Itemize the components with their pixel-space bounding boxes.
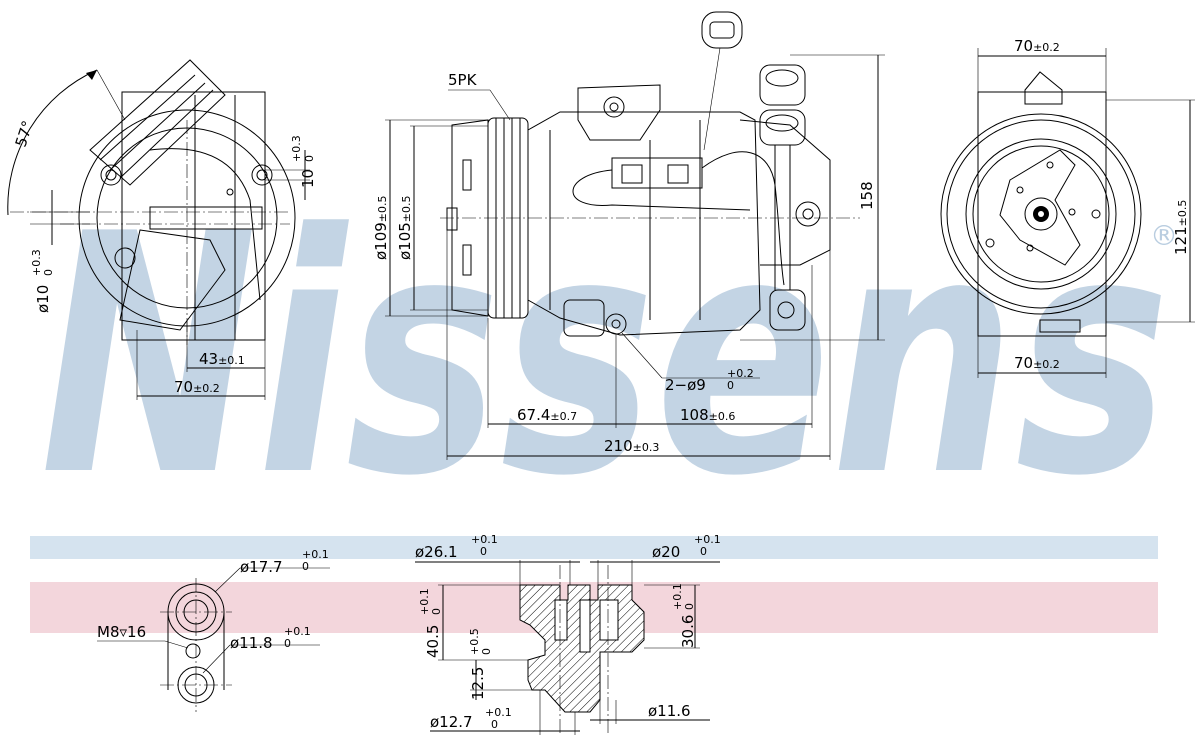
- section-h-12-tol-low: 0: [480, 648, 493, 655]
- port-inner-tol-low: 0: [284, 637, 291, 650]
- bolt-dia-top-tol: +0.3: [290, 135, 303, 162]
- end-view: 70±0.2 121±0.5 70±0.2: [940, 37, 1195, 378]
- section-detail: ø26.1 +0.1 0 ø20 +0.1 0 40.5 +0.1 0 12.5…: [415, 533, 721, 735]
- front-view: 5PK ø109±0.5 ø105±0.5 158 2−ø9 +0.2 0: [372, 11, 885, 460]
- port-outer-tol: +0.1: [302, 548, 329, 561]
- port-detail: ø17.7 +0.1 0 M8▿16 ø11.8 +0.1 0: [97, 548, 330, 712]
- thread-spec: M8▿16: [97, 623, 146, 641]
- holes-tol: +0.2: [727, 367, 754, 380]
- width-70: 70±0.2: [174, 378, 220, 396]
- section-h-30-tol: +0.1: [671, 583, 684, 610]
- bolt-dia-top-tol-low: 0: [303, 155, 316, 162]
- bolt-dia-left-tol: +0.3: [30, 249, 43, 276]
- registered-mark: ®: [1150, 219, 1178, 252]
- pulley-outer-dia: ø109±0.5: [372, 195, 390, 260]
- len-67: 67.4±0.7: [517, 406, 577, 424]
- section-dia-12: ø12.7: [430, 713, 473, 731]
- section-h-40-tol-low: 0: [430, 608, 443, 615]
- watermark-text: Nissens: [40, 164, 1170, 548]
- section-h-30: 30.6: [679, 615, 697, 648]
- bolt-dia-top: 10: [299, 169, 317, 188]
- section-dia-26-tol-low: 0: [480, 545, 487, 558]
- section-h-40: 40.5: [424, 625, 442, 658]
- port-inner-dia: ø11.8: [230, 634, 273, 652]
- port-outer-dia: ø17.7: [240, 558, 283, 576]
- holes-dia: 2−ø9: [665, 376, 706, 394]
- port-outer-tol-low: 0: [302, 560, 309, 573]
- section-dia-20: ø20: [652, 543, 680, 561]
- section-h-12: 12.5: [469, 667, 487, 700]
- bolt-dia-left: ø10: [34, 285, 52, 313]
- belt-label: 5PK: [448, 71, 478, 89]
- bolt-dia-left-tol-low: 0: [42, 269, 55, 276]
- angle-label: 57°: [12, 118, 37, 149]
- port-inner-tol: +0.1: [284, 625, 311, 638]
- end-top-width: 70±0.2: [1014, 37, 1060, 55]
- len-210: 210±0.3: [604, 437, 659, 455]
- section-dia-11: ø11.6: [648, 702, 691, 720]
- section-dia-20-tol: +0.1: [694, 533, 721, 546]
- end-bottom-width: 70±0.2: [1014, 354, 1060, 372]
- pulley-inner-dia: ø105±0.5: [396, 195, 414, 260]
- len-108: 108±0.6: [680, 406, 735, 424]
- section-dia-20-tol-low: 0: [700, 545, 707, 558]
- height-158: 158: [858, 181, 876, 210]
- holes-tol-low: 0: [727, 379, 734, 392]
- watermark: Nissens ®: [40, 164, 1178, 548]
- end-height: 121±0.5: [1172, 200, 1190, 255]
- section-dia-26: ø26.1: [415, 543, 458, 561]
- section-dia-12-tol: +0.1: [485, 706, 512, 719]
- side-view: 57° 10 +0.3 0 ø10 +0.3 0: [7, 59, 317, 400]
- width-43: 43±0.1: [199, 350, 245, 368]
- section-h-30-tol-low: 0: [683, 603, 696, 610]
- section-dia-26-tol: +0.1: [471, 533, 498, 546]
- section-h-12-tol: +0.5: [468, 628, 481, 655]
- blue-band: [30, 536, 1158, 559]
- section-dia-12-tol-low: 0: [491, 718, 498, 731]
- section-h-40-tol: +0.1: [418, 588, 431, 615]
